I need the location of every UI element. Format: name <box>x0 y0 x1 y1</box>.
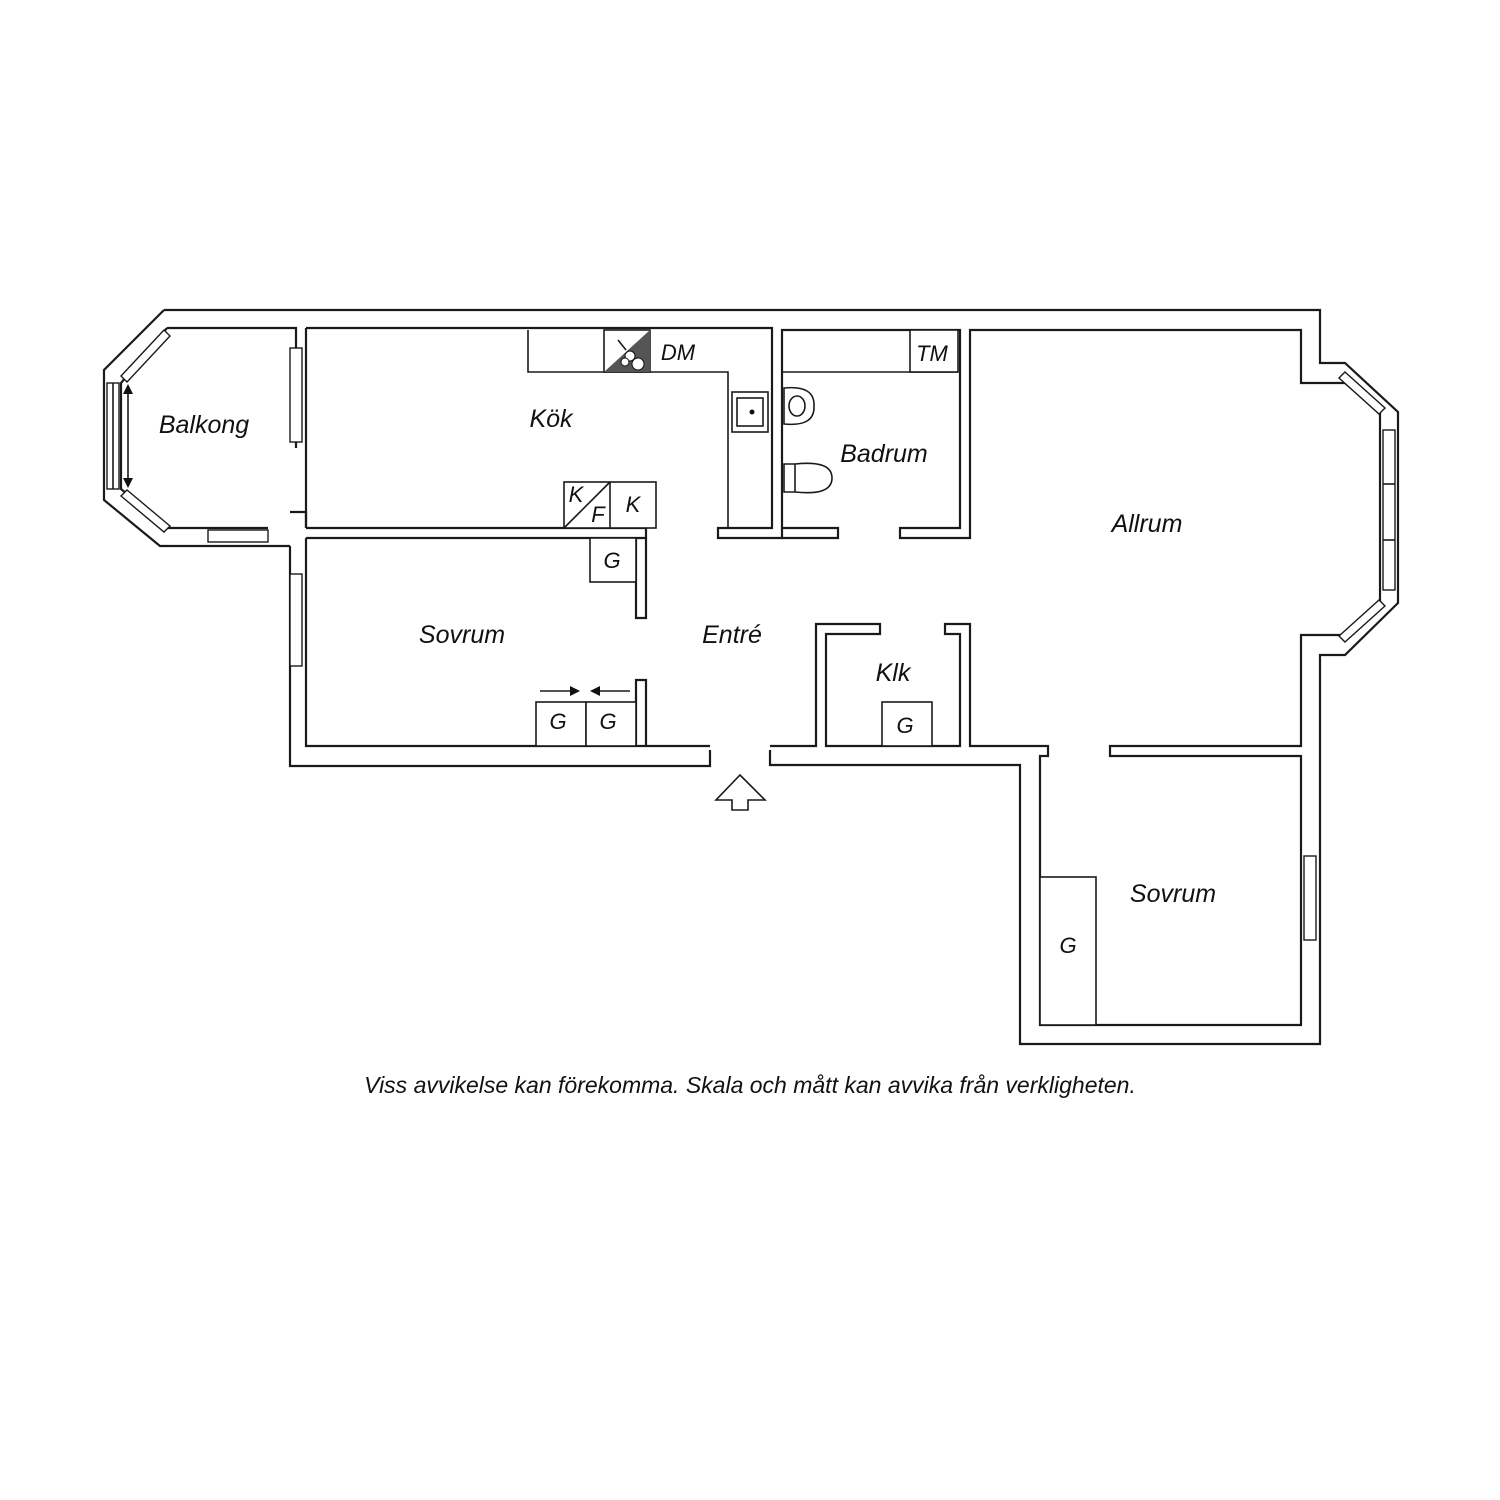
room-label-balkong: Balkong <box>159 411 249 439</box>
window <box>1382 429 1396 591</box>
room-label-allrum: Allrum <box>1110 510 1183 538</box>
double-arrow-icon <box>123 384 133 488</box>
arrow-right-icon <box>540 686 580 696</box>
storage-fixtures <box>535 686 1097 1026</box>
room-label-kok: Kök <box>529 405 574 433</box>
window <box>207 529 269 543</box>
fridge-label: K <box>569 482 585 507</box>
disclaimer-text: Viss avvikelse kan förekomma. Skala och … <box>364 1072 1136 1098</box>
window <box>1303 855 1317 941</box>
toilet-icon <box>783 462 833 494</box>
wardrobe <box>1039 876 1097 1026</box>
window <box>119 489 172 533</box>
kitchen-fixtures <box>527 329 769 583</box>
freezer-label: F <box>591 502 606 527</box>
wardrobe <box>535 701 587 747</box>
wardrobe <box>585 701 637 747</box>
wardrobe-label: G <box>549 709 566 734</box>
wardrobe <box>881 701 933 747</box>
room-label-sovrum: Sovrum <box>1130 880 1216 908</box>
wardrobe <box>589 537 637 583</box>
room-label-klk: Klk <box>876 659 912 687</box>
windows <box>106 328 1396 941</box>
window <box>1337 599 1387 643</box>
window <box>120 328 171 384</box>
dryer-label: TM <box>916 341 948 366</box>
arrow-left-icon <box>590 686 630 696</box>
room-label-entre: Entré <box>702 621 762 649</box>
fridge-label: K <box>626 492 642 517</box>
room-label-badrum: Badrum <box>840 440 928 468</box>
window <box>289 347 303 443</box>
wardrobe-label: G <box>1059 933 1076 958</box>
wardrobe-label: G <box>603 548 620 573</box>
dryer <box>909 329 959 373</box>
dishwasher-label: DM <box>661 340 696 365</box>
window <box>1337 371 1387 415</box>
entrance-arrow-icon <box>714 773 767 811</box>
wardrobe-label: G <box>896 713 913 738</box>
bathroom-fixtures <box>782 329 959 494</box>
window <box>289 573 303 667</box>
washbasin-icon <box>783 386 815 426</box>
room-label-sovrum: Sovrum <box>419 621 505 649</box>
wardrobe-label: G <box>599 709 616 734</box>
